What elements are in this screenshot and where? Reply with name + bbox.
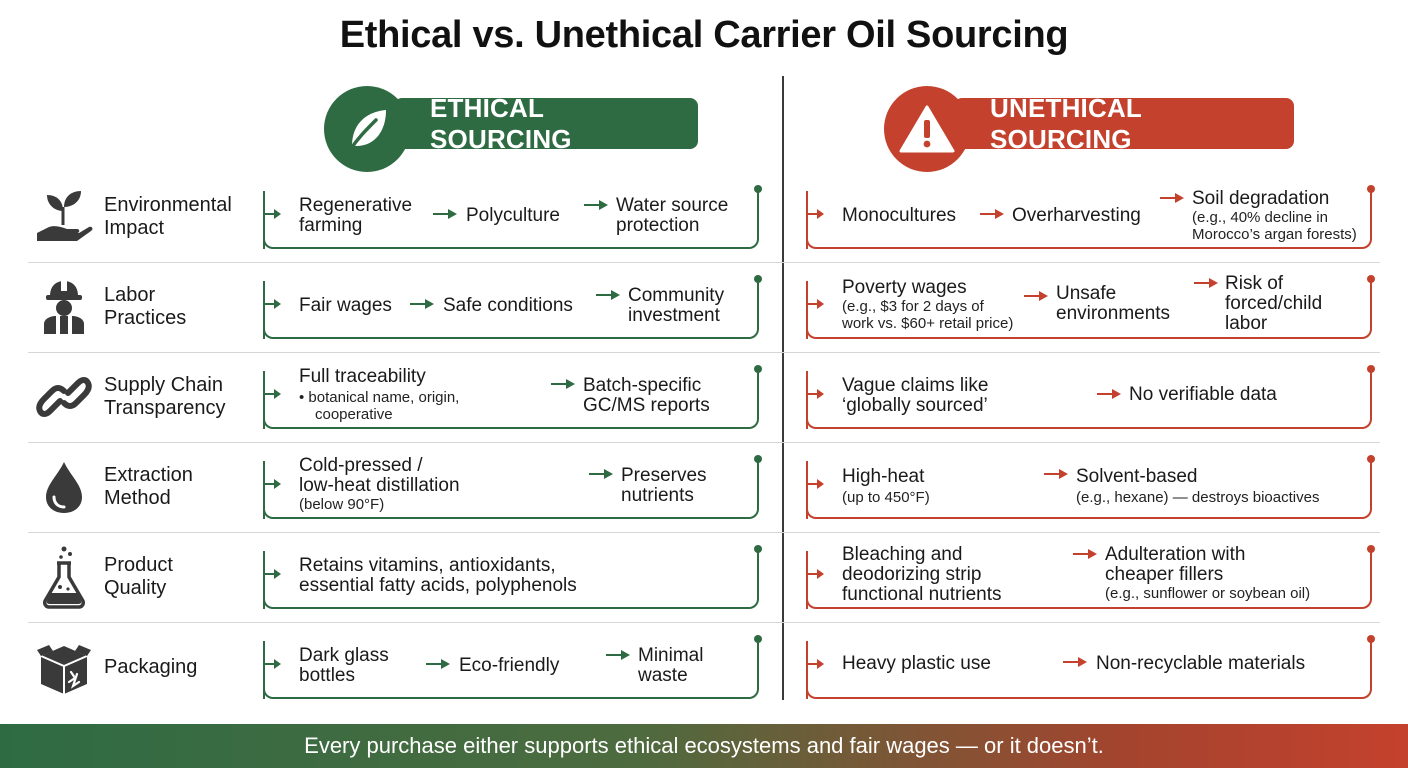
ethical-item: Eco-friendly: [459, 655, 560, 676]
arrow-icon: [1194, 276, 1218, 290]
unethical-item: Non-recyclable materials: [1096, 653, 1306, 674]
recycle-box-icon: [28, 632, 100, 702]
oil-drop-icon: [28, 452, 100, 522]
ethical-item: Polyculture: [466, 205, 560, 226]
unethical-item: Overharvesting: [1012, 205, 1141, 226]
unethical-item: No verifiable data: [1129, 384, 1277, 405]
footer-banner: Every purchase either supports ethical e…: [0, 724, 1408, 768]
ethical-flow-extraction: [263, 455, 762, 519]
arrow-icon: [551, 377, 575, 391]
unethical-badge: [884, 86, 970, 172]
row-separator: [28, 352, 1380, 353]
unethical-flow-supply-chain: [806, 365, 1375, 429]
unethical-flow-environmental: [806, 185, 1375, 249]
arrow-icon: [1160, 191, 1184, 205]
unethical-flow-quality: [806, 545, 1375, 609]
unethical-item: Monocultures: [842, 205, 957, 226]
unethical-item: High-heat(up to 450°F): [842, 466, 930, 507]
ethical-item: Retains vitamins, antioxidants,essential…: [299, 555, 577, 596]
footer-text: Every purchase either supports ethical e…: [304, 733, 1104, 758]
arrow-icon: [606, 648, 630, 662]
page-title: Ethical vs. Unethical Carrier Oil Sourci…: [339, 14, 1069, 56]
ethical-item: Fair wages: [299, 295, 392, 316]
arrow-icon: [1063, 655, 1087, 669]
arrow-icon: [433, 207, 457, 221]
arrow-icon: [584, 198, 608, 212]
ethical-header-label: ETHICAL SOURCING: [394, 93, 698, 154]
arrow-icon: [596, 288, 620, 302]
arrow-icon: [1097, 387, 1121, 401]
ethical-item: Safe conditions: [443, 295, 573, 316]
arrow-icon: [410, 297, 434, 311]
category-label: Packaging: [104, 655, 198, 678]
arrow-icon: [589, 467, 613, 481]
ethical-item: Full traceability• botanical name, origi…: [299, 366, 460, 424]
arrow-icon: [1024, 289, 1048, 303]
arrow-icon: [1044, 467, 1068, 481]
unethical-flow-extraction: [806, 455, 1375, 519]
worker-icon: [28, 272, 100, 342]
unethical-header-label: UNETHICAL SOURCING: [954, 93, 1294, 154]
chain-link-icon: [28, 362, 100, 432]
row-separator: [28, 622, 1380, 623]
warning-icon: [899, 105, 955, 153]
ethical-flow-environmental: [263, 185, 762, 249]
unethical-item: Heavy plastic use: [842, 653, 991, 674]
unethical-flow-packaging: [806, 635, 1375, 699]
ethical-flow-packaging: [263, 635, 762, 699]
category-packaging: Packaging: [28, 622, 268, 712]
center-divider: [782, 76, 784, 700]
ethical-flow-quality: [263, 545, 762, 609]
leaf-icon: [348, 110, 386, 152]
ethical-item: Cold-pressed /low-heat distillation(belo…: [299, 455, 460, 514]
arrow-icon: [426, 657, 450, 671]
row-separator: [28, 442, 1380, 443]
ethical-flow-supply-chain: [263, 365, 762, 429]
plant-hand-icon: [28, 182, 100, 252]
unethical-flow-labor: [806, 275, 1375, 339]
ethical-flow-labor: [263, 275, 762, 339]
ethical-badge: [324, 86, 410, 172]
unethical-item: Solvent-based(e.g., hexane) — destroys b…: [1076, 466, 1320, 507]
arrow-icon: [1073, 547, 1097, 561]
flask-icon: [28, 542, 100, 612]
unethical-item: Vague claims like‘globally sourced’: [842, 375, 989, 416]
row-separator: [28, 532, 1380, 533]
arrow-icon: [980, 207, 1004, 221]
row-separator: [28, 262, 1380, 263]
